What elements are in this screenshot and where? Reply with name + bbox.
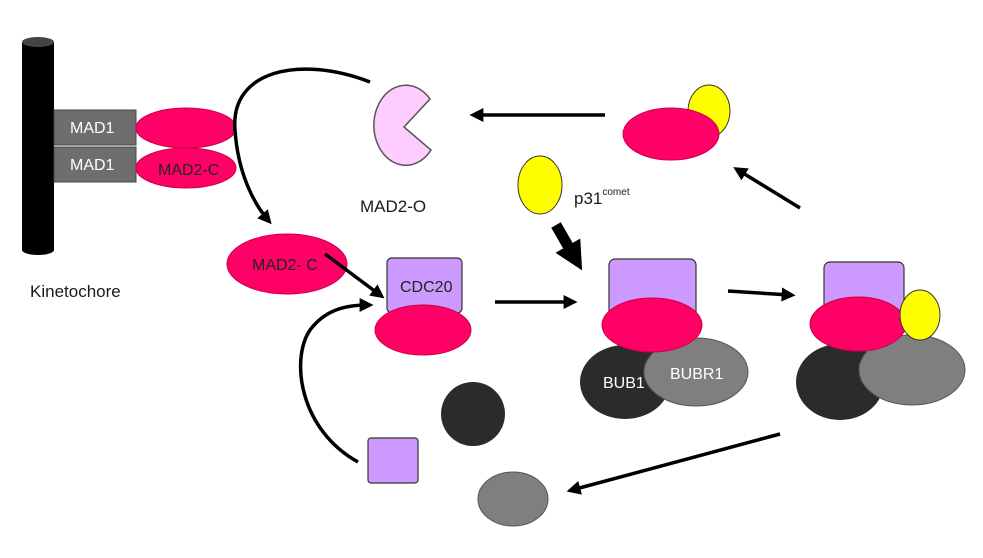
curved-arrow-cdc20-recycle	[298, 298, 374, 464]
bubr1-label: BUBR1	[670, 366, 723, 383]
arrow-mcc-to-mcc-p31	[727, 287, 796, 302]
cdc20-label: CDC20	[400, 279, 453, 296]
mad1-label-bottom: MAD1	[70, 157, 115, 174]
arrow-mcc-p31-to-top	[733, 167, 801, 210]
mad1-box-bottom	[53, 146, 137, 183]
mad2-closed-bound	[135, 147, 237, 189]
kinetochore-bar-bottom	[22, 245, 54, 255]
thick-arrow-p31-to-mcc	[551, 222, 583, 271]
mcc-p31-yellow	[899, 289, 941, 341]
bub1-label: BUB1	[603, 375, 645, 392]
mad2-top-right	[622, 107, 720, 161]
free-cdc20	[367, 437, 419, 484]
mcc-mad2	[601, 297, 703, 353]
curved-arrow-mad2o-to-mad2c	[233, 67, 371, 225]
mad2-closed-free	[226, 233, 348, 295]
kinetochore-bar	[22, 42, 54, 250]
mcc-p31-mad2	[809, 296, 907, 352]
free-bubr1	[477, 471, 549, 527]
free-bub1	[441, 382, 505, 446]
kinetochore	[22, 37, 54, 255]
kinetochore-bar-top	[22, 37, 54, 47]
mad1-label-top: MAD1	[70, 120, 115, 137]
arrow-mad2c-to-cdc20	[323, 252, 385, 299]
mad2-on-cdc20	[374, 304, 472, 356]
kinetochore-label: Kinetochore	[30, 282, 121, 301]
mad2-open-label: MAD2-O	[360, 197, 426, 216]
mad2c-free-label: MAD2- C	[252, 257, 318, 274]
p31-free	[517, 155, 563, 215]
mad2c-bound-label: MAD2-C	[158, 162, 219, 179]
mad2-open-shape	[373, 84, 432, 167]
p31-label-sup: comet	[602, 187, 629, 198]
mad2-bound-top	[135, 107, 237, 149]
p31-label-main: p31	[574, 189, 602, 208]
p31-label: p31comet	[574, 187, 630, 208]
mad1-box-top	[53, 109, 137, 146]
arrow-mcc-p31-disassembly	[566, 432, 781, 495]
